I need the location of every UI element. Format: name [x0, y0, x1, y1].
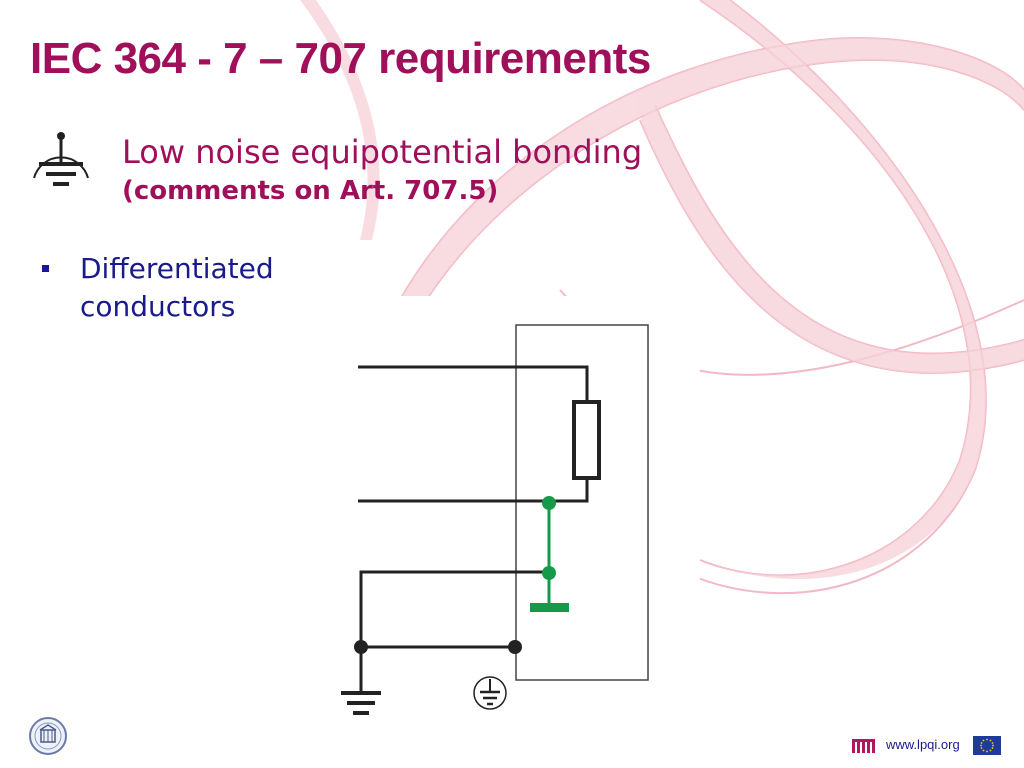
subtitle: Low noise equipotential bonding: [122, 133, 643, 171]
earth-ground-icon-bottom: [341, 682, 381, 715]
junction-right: [508, 640, 522, 654]
subtitle-note: (comments on Art. 707.5): [122, 176, 499, 206]
bullet-item: Differentiated conductors: [80, 252, 274, 323]
page-title: IEC 364 - 7 – 707 requirements: [30, 34, 651, 83]
clean-earth-icon: [473, 676, 507, 710]
resistor: [572, 400, 601, 480]
lpqi-logo-icon: [851, 737, 877, 755]
junction-left: [354, 640, 368, 654]
bullet-marker: [42, 265, 49, 272]
bonding-conductor: [530, 496, 569, 612]
footer-url[interactable]: www.lpqi.org: [886, 737, 960, 752]
top-conductor: [358, 365, 589, 402]
lower-conductor: [359, 570, 549, 682]
earth-ground-icon: [33, 132, 89, 186]
eu-flag-icon: [973, 736, 1001, 755]
seal-logo-icon: [29, 717, 67, 755]
middle-conductor: [358, 478, 589, 503]
